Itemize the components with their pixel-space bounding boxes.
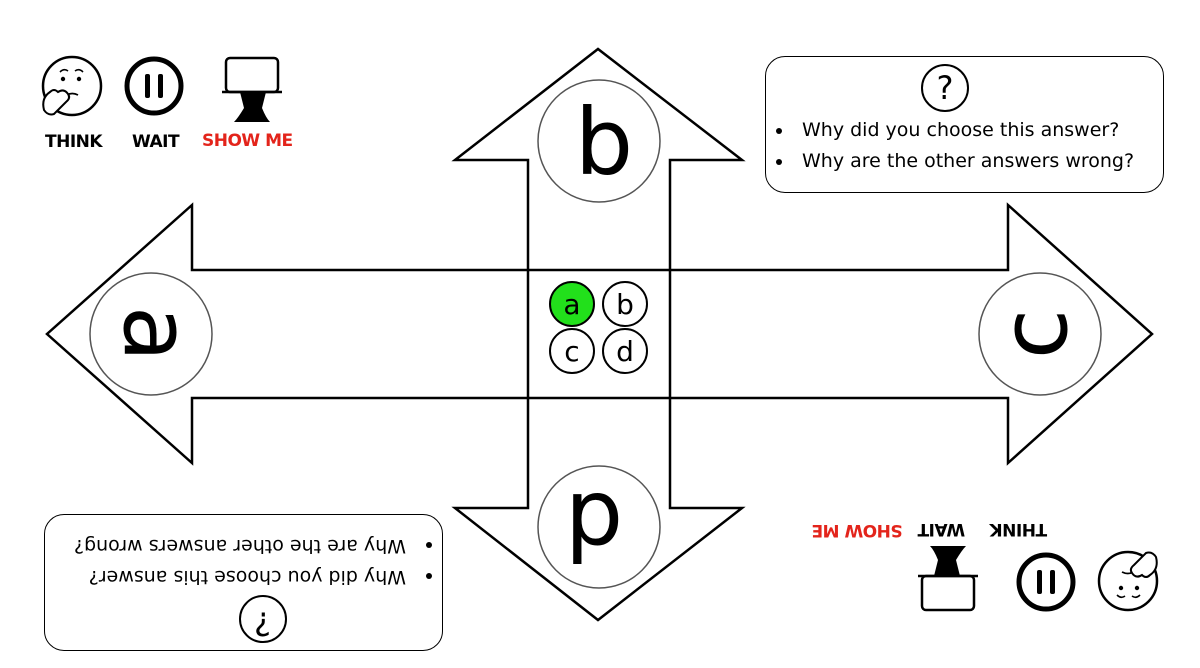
- arrow-right-letter: c: [981, 309, 1088, 360]
- question-box: ? Why did you choose this answer? Why ar…: [765, 56, 1164, 193]
- whiteboard-icon: [918, 546, 978, 612]
- choice-d[interactable]: d: [602, 328, 648, 374]
- think-label-inverted: THINK: [990, 519, 1048, 539]
- icon-set-top: [41, 55, 282, 122]
- icon-set-bottom: [918, 546, 1159, 612]
- choice-a[interactable]: a: [549, 281, 595, 327]
- center-choices: a b c d: [549, 281, 648, 374]
- arrow-right-badge[interactable]: c: [978, 272, 1102, 396]
- choice-b-label: b: [616, 288, 634, 321]
- center-square-lines: [526, 268, 672, 400]
- wait-label: WAIT: [132, 132, 180, 152]
- choice-c[interactable]: c: [549, 328, 595, 374]
- pause-icon: [1016, 552, 1076, 612]
- thinking-face-icon: [1097, 550, 1159, 612]
- question-item: Why did you choose this answer?: [74, 561, 414, 592]
- question-mark-badge: ¿: [239, 595, 287, 643]
- show-me-label-inverted: SHOW ME: [812, 520, 903, 540]
- question-mark-icon: ¿: [254, 600, 272, 638]
- thinking-face-icon: [41, 55, 103, 117]
- question-item: Why are the other answers wrong?: [74, 530, 414, 561]
- arrow-left-letter: a: [103, 306, 210, 362]
- show-me-label: SHOW ME: [202, 131, 293, 151]
- question-mark-icon: ?: [936, 69, 954, 107]
- wait-label-inverted: WAIT: [918, 519, 966, 539]
- question-item: Why are the other answers wrong?: [794, 146, 1134, 177]
- question-list: Why did you choose this answer? Why are …: [766, 115, 1134, 177]
- whiteboard-icon: [222, 56, 282, 122]
- choice-c-label: c: [564, 335, 579, 368]
- pause-icon: [124, 56, 184, 116]
- think-label: THINK: [45, 132, 103, 152]
- arrow-left-badge[interactable]: a: [89, 272, 213, 396]
- choice-b[interactable]: b: [602, 281, 648, 327]
- arrow-up-badge[interactable]: b: [537, 79, 661, 203]
- question-mark-badge: ?: [921, 64, 969, 112]
- question-list: Why did you choose this answer? Why are …: [74, 530, 442, 592]
- arrow-up-letter: b: [575, 89, 633, 196]
- question-item: Why did you choose this answer?: [794, 115, 1134, 146]
- arrow-down-letter: d: [565, 472, 623, 579]
- choice-a-label: a: [563, 288, 580, 321]
- question-box-inverted: ¿ Why did you choose this answer? Why ar…: [44, 514, 443, 651]
- arrow-down-badge[interactable]: d: [537, 465, 661, 589]
- choice-d-label: d: [616, 335, 634, 368]
